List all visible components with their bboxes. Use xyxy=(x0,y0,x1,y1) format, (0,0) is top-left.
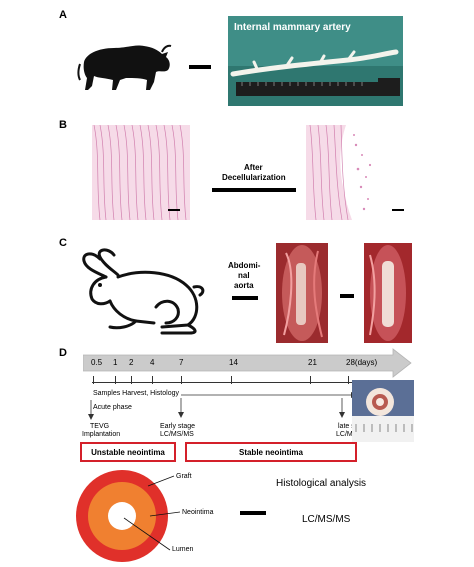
early-stage-label-line2: LC/MS/MS xyxy=(160,431,194,438)
timeline-tick-mark xyxy=(310,376,311,384)
timeline-tick-label: 2 xyxy=(129,358,134,367)
lcms-label: LC/MS/MS xyxy=(302,514,351,525)
timeline-tick-mark xyxy=(231,376,232,384)
aorta-label-line2: nal xyxy=(238,271,250,280)
timeline-tick-label: 7 xyxy=(179,358,184,367)
bison-icon xyxy=(77,44,172,90)
timeline-tick-label: 4 xyxy=(150,358,155,367)
timeline-tick-mark xyxy=(115,376,116,384)
timeline-tick-mark xyxy=(131,376,132,384)
acute-phase-label: Acute phase xyxy=(93,404,132,411)
timeline-tick-label: 0.5 xyxy=(91,358,103,367)
timeline-baseline xyxy=(92,382,354,383)
tevg-label-line2: Implantation xyxy=(82,431,121,438)
histology-after-image xyxy=(306,125,411,220)
timeline-tick-mark xyxy=(181,376,182,384)
decell-label-line2: Decellularization xyxy=(222,173,286,182)
graft-label: Graft xyxy=(176,473,192,480)
early-stage-label-line1: Early stage xyxy=(160,423,196,430)
harvest-arrow xyxy=(181,392,358,398)
panel-b-letter: B xyxy=(59,119,67,131)
timeline-arrow xyxy=(83,348,412,378)
neointima-label: Neointima xyxy=(182,509,214,516)
timeline-tick-label: 28(days) xyxy=(346,358,378,367)
lumen-label: Lumen xyxy=(172,546,194,553)
histological-analysis-label: Histological analysis xyxy=(276,478,367,489)
aorta-label-line3: aorta xyxy=(234,281,254,290)
unstable-neointima-box: Unstable neointima xyxy=(80,442,176,462)
vessel-crosssection-diagram xyxy=(76,470,181,562)
surgery-connector xyxy=(340,294,354,298)
surgery-photo-2 xyxy=(364,243,412,343)
late-stage-arrow xyxy=(339,398,345,418)
panel-c-letter: C xyxy=(59,237,67,249)
timeline-tick-label: 14 xyxy=(229,358,238,367)
panel-a-letter: A xyxy=(59,9,67,21)
timeline-tick-label: 21 xyxy=(308,358,317,367)
timeline-tick-mark xyxy=(348,376,349,384)
stable-neointima-box: Stable neointima xyxy=(185,442,357,462)
decell-label-line1: After xyxy=(244,163,263,172)
panel-d-letter: D xyxy=(59,347,67,359)
tevg-label-line1: TEVG xyxy=(90,423,110,430)
timeline-tick-mark xyxy=(152,376,153,384)
rabbit-icon xyxy=(82,248,205,335)
graft-crosssection-photo xyxy=(352,380,414,442)
aorta-label-line1: Abdomi- xyxy=(228,261,261,270)
early-stage-arrow xyxy=(178,398,184,418)
tevg-arrow xyxy=(88,400,94,420)
timeline-tick-mark xyxy=(93,376,94,384)
artery-photo: Internal mammary artery xyxy=(228,16,403,106)
surgery-photo-1 xyxy=(276,243,328,343)
histology-before-image xyxy=(70,125,190,220)
panel-a-connector xyxy=(189,65,211,69)
timeline-tick-label: 1 xyxy=(113,358,118,367)
decell-arrow-bar xyxy=(212,188,296,192)
analysis-connector xyxy=(240,511,266,515)
samples-label: Samples Harvest, Histology xyxy=(93,390,179,397)
aorta-connector xyxy=(232,296,258,300)
artery-photo-label: Internal mammary artery xyxy=(234,22,351,33)
